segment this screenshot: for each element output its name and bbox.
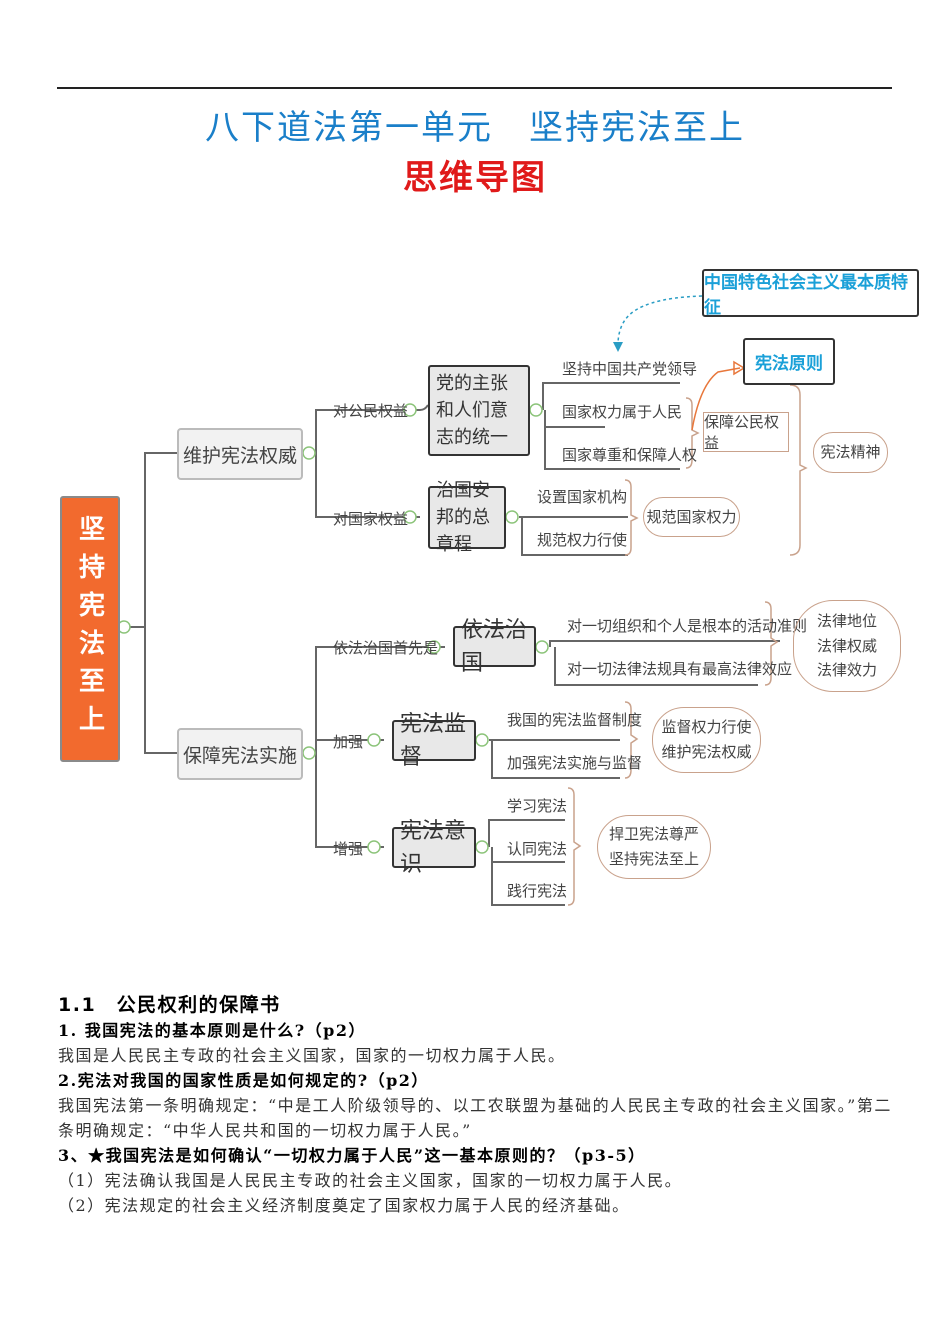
relation-label: 对公民权益 xyxy=(333,402,409,420)
answer: （1）宪法确认我国是人民民主专政的社会主义国家，国家的一切权力属于人民。 xyxy=(58,1171,683,1190)
summary-line: 捍卫宪法尊严 xyxy=(608,825,699,844)
summary-supervise[interactable]: 监督权力行使 维护宪法权威 xyxy=(652,707,761,773)
summary-constitution-spirit[interactable]: 宪法精神 xyxy=(813,432,888,473)
leaf[interactable]: 国家权力属于人民 xyxy=(562,403,683,421)
node-constitution-supervision[interactable]: 宪法监督 xyxy=(392,712,476,770)
relation-label: 增强 xyxy=(333,840,364,858)
leaf[interactable]: 践行宪法 xyxy=(507,882,568,900)
node-party-will[interactable]: 党的主张和人们意志的统一 xyxy=(428,365,530,456)
relation-label: 对国家权益 xyxy=(333,510,409,528)
leaf[interactable]: 对一切法律法规具有最高法律效应 xyxy=(567,660,793,678)
note-essential-feature[interactable]: 中国特色社会主义最本质特征 xyxy=(702,269,919,318)
root-node[interactable]: 坚持宪法至上 xyxy=(60,496,120,762)
top-rule xyxy=(57,87,892,89)
leaf[interactable]: 认同宪法 xyxy=(507,840,568,858)
leaf[interactable]: 我国的宪法监督制度 xyxy=(507,711,643,729)
question: 3、★我国宪法是如何确认“一切权力属于人民”这一基本原则的？（p3-5） xyxy=(58,1146,646,1165)
leaf[interactable]: 设置国家机构 xyxy=(537,488,628,506)
mindmap-connectors xyxy=(117,295,808,906)
answer: 我国宪法第一条明确规定：“中是工人阶级领导的、以工农联盟为基础的人民民主专政的社… xyxy=(58,1096,892,1140)
relation-label: 加强 xyxy=(333,733,364,751)
summary-line: 法律权威 xyxy=(816,636,877,655)
summary-line: 法律地位 xyxy=(816,611,877,630)
summary-regulate-power[interactable]: 规范国家权力 xyxy=(643,497,740,537)
summary-protect-rights[interactable]: 保障公民权益 xyxy=(703,412,789,452)
summary-line: 维护宪法权威 xyxy=(661,743,752,761)
node-constitution-awareness[interactable]: 宪法意识 xyxy=(392,819,476,877)
summary-legal-status[interactable]: 法律地位 法律权威 法律效力 xyxy=(793,600,901,692)
section-heading: 1.1 公民权利的保障书 xyxy=(58,994,281,1016)
leaf[interactable]: 加强宪法实施与监督 xyxy=(507,754,643,772)
answer: （2）宪法规定的社会主义经济制度奠定了国家权力属于人民的经济基础。 xyxy=(58,1196,630,1215)
node-governance-charter[interactable]: 治国安邦的总章程 xyxy=(428,480,506,555)
leaf[interactable]: 规范权力行使 xyxy=(537,531,628,549)
leaf[interactable]: 对一切组织和个人是根本的活动准则 xyxy=(567,617,808,635)
page-title: 八下道法第一单元 坚持宪法至上 xyxy=(205,108,745,148)
summary-line: 法律效力 xyxy=(816,661,877,680)
answer: 我国是人民民主专政的社会主义国家，国家的一切权力属于人民。 xyxy=(58,1046,566,1065)
node-constitution-principle[interactable]: 宪法原则 xyxy=(743,338,835,385)
question: 2.宪法对我国的国家性质是如何规定的?（p2） xyxy=(58,1071,429,1090)
leaf[interactable]: 学习宪法 xyxy=(507,797,568,815)
question: 1. 我国宪法的基本原则是什么?（p2） xyxy=(58,1021,366,1040)
summary-line: 坚持宪法至上 xyxy=(608,850,699,868)
notes-section: 1.1 公民权利的保障书 1. 我国宪法的基本原则是什么?（p2） 我国是人民民… xyxy=(58,993,898,1218)
page-subtitle: 思维导图 xyxy=(403,158,547,198)
leaf[interactable]: 坚持中国共产党领导 xyxy=(562,360,698,378)
node-ensure-implementation[interactable]: 保障宪法实施 xyxy=(177,728,303,780)
node-maintain-authority[interactable]: 维护宪法权威 xyxy=(177,428,303,480)
leaf[interactable]: 国家尊重和保障人权 xyxy=(562,446,698,464)
node-rule-of-law[interactable]: 依法治国 xyxy=(453,618,536,676)
summary-uphold[interactable]: 捍卫宪法尊严 坚持宪法至上 xyxy=(597,815,711,879)
summary-line: 监督权力行使 xyxy=(661,718,752,737)
relation-label: 依法治国首先是 xyxy=(333,639,439,657)
